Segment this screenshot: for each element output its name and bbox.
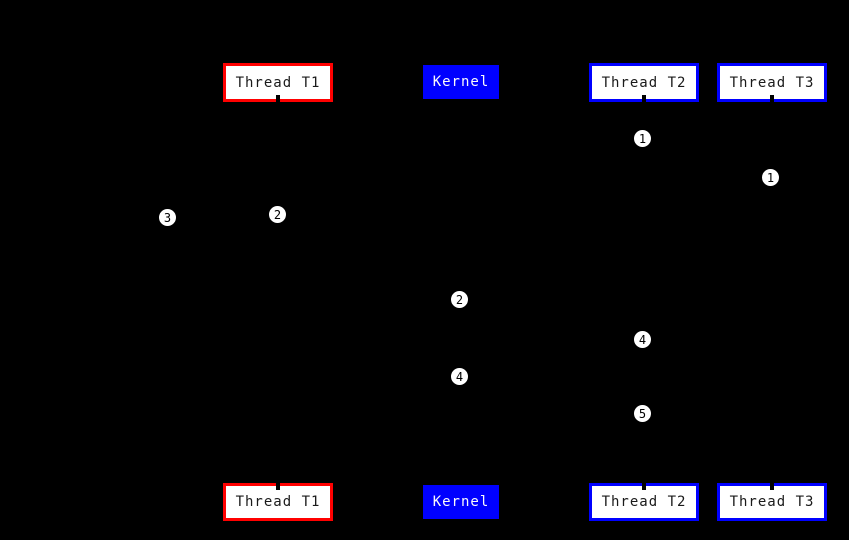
actor-box-thread-t3-bottom: Thread T3 [717,481,827,521]
actor-box-thread-t1-top: Thread T1 [223,63,333,104]
actor-label-kernel-top: Kernel [432,74,490,90]
actor-box-thread-t2-bottom: Thread T2 [589,481,699,521]
actor-label-thread-t2-bottom: Thread T2 [601,494,687,510]
sequence-marker-2-kernel: 2 [450,290,469,309]
marker-number: 1 [766,170,775,185]
actor-label-thread-t1-top: Thread T1 [235,74,321,91]
actor-box-thread-t1-bottom: Thread T1 [223,481,333,521]
actor-label-kernel-bottom: Kernel [432,494,490,510]
sequence-marker-2-thread-t1: 2 [268,205,287,224]
actor-box-kernel-bottom: Kernel [423,485,499,519]
actor-label-thread-t3-top: Thread T3 [729,74,815,91]
marker-number: 2 [273,207,282,222]
lifeline-stub [276,95,280,104]
sequence-marker-4-kernel: 4 [450,367,469,386]
sequence-marker-5-thread-t2: 5 [633,404,652,423]
actor-box-thread-t2-top: Thread T2 [589,63,699,104]
marker-number: 3 [163,210,172,225]
marker-number: 4 [638,332,647,347]
marker-number: 1 [638,131,647,146]
sequence-marker-3: 3 [158,208,177,227]
actor-box-thread-t3-top: Thread T3 [717,63,827,104]
marker-number: 4 [455,369,464,384]
lifeline-stub [642,95,646,104]
lifeline-stub [642,481,646,490]
actor-label-thread-t2-top: Thread T2 [601,74,687,91]
actor-box-kernel-top: Kernel [423,65,499,99]
lifeline-stub [770,95,774,104]
sequence-marker-4-thread-t2: 4 [633,330,652,349]
lifeline-stub [770,481,774,490]
marker-number: 5 [638,406,647,421]
actor-label-thread-t1-bottom: Thread T1 [235,494,321,510]
actor-label-thread-t3-bottom: Thread T3 [729,494,815,510]
sequence-marker-1-thread-t3: 1 [761,168,780,187]
sequence-marker-1-thread-t2: 1 [633,129,652,148]
lifeline-stub [276,481,280,490]
marker-number: 2 [455,292,464,307]
